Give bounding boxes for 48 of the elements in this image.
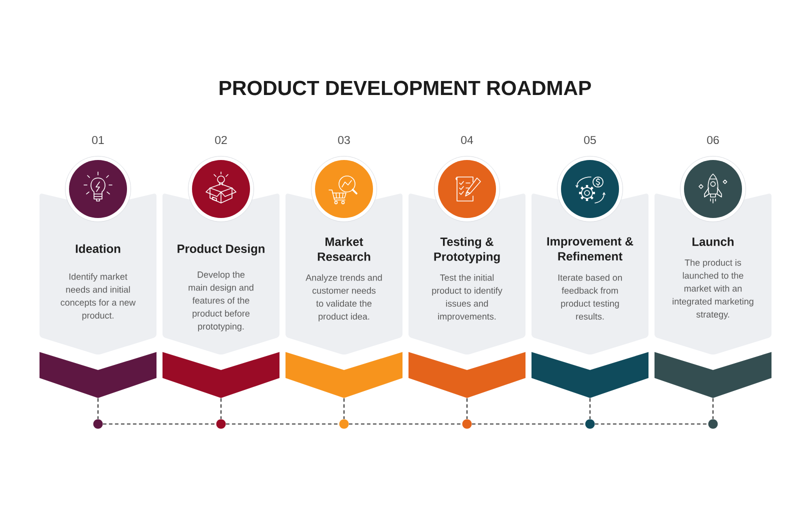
card bbox=[408, 194, 526, 354]
card-title: Improvement & Refinement bbox=[547, 237, 634, 261]
dashed-line bbox=[589, 398, 591, 420]
dashed-line bbox=[348, 423, 462, 425]
dashed-line bbox=[97, 398, 99, 420]
dashed-line bbox=[594, 423, 708, 425]
step-number: 04 bbox=[461, 136, 474, 144]
card bbox=[40, 194, 156, 354]
dashed-line bbox=[472, 423, 586, 425]
chevron bbox=[532, 352, 648, 398]
step-number: 03 bbox=[338, 136, 350, 144]
timeline-dot bbox=[216, 419, 226, 429]
timeline-dot bbox=[585, 419, 595, 429]
timeline-dot bbox=[462, 419, 472, 429]
card-title: Ideation bbox=[76, 244, 120, 253]
card-text: Analyze trends and customer needs to validate the product idea. bbox=[306, 274, 382, 322]
card-text: Develop the main design and features of the product before prototyping. bbox=[188, 271, 254, 332]
title: PRODUCT DEVELOPMENT ROADMAP bbox=[220, 80, 591, 96]
card-text: Test the initial product to identify issues and improvements. bbox=[432, 274, 502, 322]
card-title: Product Design bbox=[178, 244, 264, 256]
dashed-line bbox=[466, 398, 468, 420]
step-number: 05 bbox=[584, 136, 596, 144]
chevron bbox=[286, 352, 402, 398]
card-title: Testing & Prototyping bbox=[434, 237, 500, 264]
chevron bbox=[408, 352, 526, 398]
card-text: The product is launched to the market with an integrated marketing strategy. bbox=[672, 259, 754, 320]
timeline-dot bbox=[339, 419, 349, 429]
card-text: Identify market needs and initial concepts for a new product. bbox=[60, 273, 136, 320]
step-number: 02 bbox=[215, 136, 227, 144]
dashed-line bbox=[712, 398, 714, 420]
card-title: Launch bbox=[692, 237, 734, 246]
card bbox=[286, 194, 402, 354]
dashed-line bbox=[220, 398, 222, 420]
card-title: Market Research bbox=[318, 237, 370, 261]
timeline-dot bbox=[708, 419, 718, 429]
dashed-line bbox=[343, 398, 345, 420]
chevron bbox=[162, 352, 280, 398]
step-number: 06 bbox=[707, 136, 719, 144]
step-number: 01 bbox=[92, 136, 104, 144]
chevron bbox=[40, 352, 156, 398]
card bbox=[532, 194, 648, 354]
card-text: Iterate based on feedback from product testing results. bbox=[558, 274, 622, 320]
chevron bbox=[654, 352, 772, 398]
card bbox=[162, 194, 280, 354]
dashed-line bbox=[102, 423, 216, 425]
timeline-dot bbox=[93, 419, 103, 429]
dashed-line bbox=[226, 423, 340, 425]
card bbox=[654, 194, 772, 354]
